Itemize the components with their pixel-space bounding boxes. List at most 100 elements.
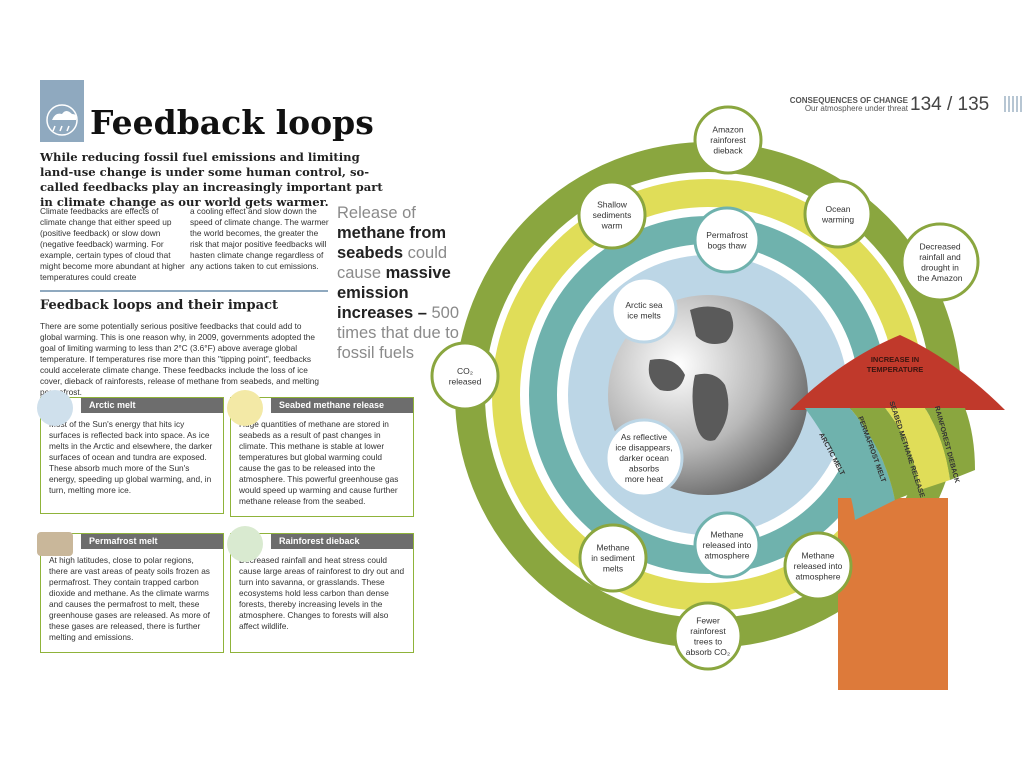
node-circle <box>430 341 500 411</box>
node-label: more heat <box>625 474 664 484</box>
node-label: atmosphere <box>796 572 841 582</box>
node-circle <box>693 511 761 579</box>
node-label: absorb CO₂ <box>686 647 730 657</box>
band-permafrost <box>850 408 920 500</box>
iceberg-icon <box>37 390 73 426</box>
node-label: atmosphere <box>705 551 750 561</box>
page-title: Feedback loops <box>90 103 374 142</box>
header-stripe <box>1004 96 1024 112</box>
node-circle <box>693 105 763 175</box>
arrow-title-line: INCREASE IN <box>871 355 919 364</box>
node-circle <box>783 531 853 601</box>
node-label: in sediment <box>591 553 635 563</box>
node-label: ice melts <box>627 310 661 320</box>
node-label: dieback <box>713 146 743 156</box>
diagram-nodes: AmazonrainforestdiebackOceanwarmingDecre… <box>430 105 980 671</box>
body-column-2: a cooling effect and slow down the speed… <box>190 206 329 271</box>
node-label: released into <box>794 561 843 571</box>
box-text: Decreased rainfall and heat stress could… <box>239 555 405 631</box>
soil-layers-icon <box>37 532 73 556</box>
node-circle <box>673 601 743 671</box>
node-circle <box>900 222 980 302</box>
box-title: Rainforest dieback <box>271 534 413 549</box>
band-arctic <box>805 408 895 520</box>
node-label: the Amazon <box>918 273 963 283</box>
node-label: rainfall and <box>919 252 961 262</box>
node-label: Decreased <box>919 241 960 251</box>
info-box-seabed-methane: Seabed methane release Huge quantities o… <box>227 390 414 517</box>
band-rainforest <box>925 408 975 480</box>
node-circle <box>578 523 648 593</box>
node-circle <box>803 179 873 249</box>
node-label: sediments <box>593 210 632 220</box>
node-label: Methane <box>801 551 834 561</box>
node-label: melts <box>603 564 623 574</box>
intro-text: While reducing fossil fuel emissions and… <box>40 150 383 209</box>
info-box-permafrost-melt: Permafrost melt At high latitudes, close… <box>37 532 224 653</box>
node-circle <box>693 206 761 274</box>
node-label: CO₂ <box>457 366 473 376</box>
info-box-arctic-melt: Arctic melt Most of the Sun's energy tha… <box>37 390 224 514</box>
chapter-label: CONSEQUENCES OF CHANGE <box>789 96 908 105</box>
band-seabed <box>885 408 950 490</box>
box-title: Arctic melt <box>81 398 223 413</box>
node-label: rainforest <box>690 626 726 636</box>
body-column-1: Climate feedbacks are effects of climate… <box>40 206 185 282</box>
node-label: released <box>449 376 482 386</box>
tree-icon <box>227 526 263 562</box>
temperature-arrowhead <box>790 335 1005 410</box>
node-label: Arctic sea <box>625 300 663 310</box>
box-text: Huge quantities of methane are stored in… <box>239 419 399 506</box>
node-circle <box>577 180 647 250</box>
box-title: Seabed methane release <box>271 398 413 413</box>
node-circle <box>604 418 684 498</box>
chapter-subtitle: Our atmosphere under threat <box>804 104 908 113</box>
node-label: trees to <box>694 636 723 646</box>
node-label: warm <box>601 221 623 231</box>
node-circle <box>610 276 678 344</box>
node-label: warming <box>821 214 854 224</box>
temperature-arrow-stem <box>838 498 948 690</box>
node-label: Permafrost <box>706 230 748 240</box>
info-box-rainforest-dieback: Rainforest dieback Decreased rainfall an… <box>227 526 414 653</box>
node-label: Methane <box>596 543 629 553</box>
section-heading: Feedback loops and their impact <box>40 298 278 313</box>
continents <box>648 306 734 441</box>
page-numbers: 134 / 135 <box>910 94 990 115</box>
node-label: bogs thaw <box>708 240 748 250</box>
node-label: Shallow <box>597 200 628 210</box>
box-text: Most of the Sun's energy that hits icy s… <box>49 419 213 495</box>
node-label: darker ocean <box>619 453 669 463</box>
node-label: Methane <box>710 530 743 540</box>
box-text: At high latitudes, close to polar region… <box>49 555 210 642</box>
node-label: drought in <box>921 262 959 272</box>
arrow-title-line: TEMPERATURE <box>867 365 924 374</box>
node-label: rainforest <box>710 135 746 145</box>
node-label: ice disappears, <box>615 443 672 453</box>
node-label: released into <box>703 540 752 550</box>
node-label: Amazon <box>712 125 743 135</box>
node-label: absorbs <box>629 464 659 474</box>
node-label: Fewer <box>696 615 720 625</box>
cloud-rain-icon <box>40 80 84 142</box>
section-divider <box>40 290 328 292</box>
box-title: Permafrost melt <box>81 534 223 549</box>
pull-quote: Release of methane from seabeds could ca… <box>337 204 460 362</box>
node-label: Ocean <box>825 204 850 214</box>
node-label: As reflective <box>621 432 668 442</box>
sun-icon <box>227 390 263 426</box>
